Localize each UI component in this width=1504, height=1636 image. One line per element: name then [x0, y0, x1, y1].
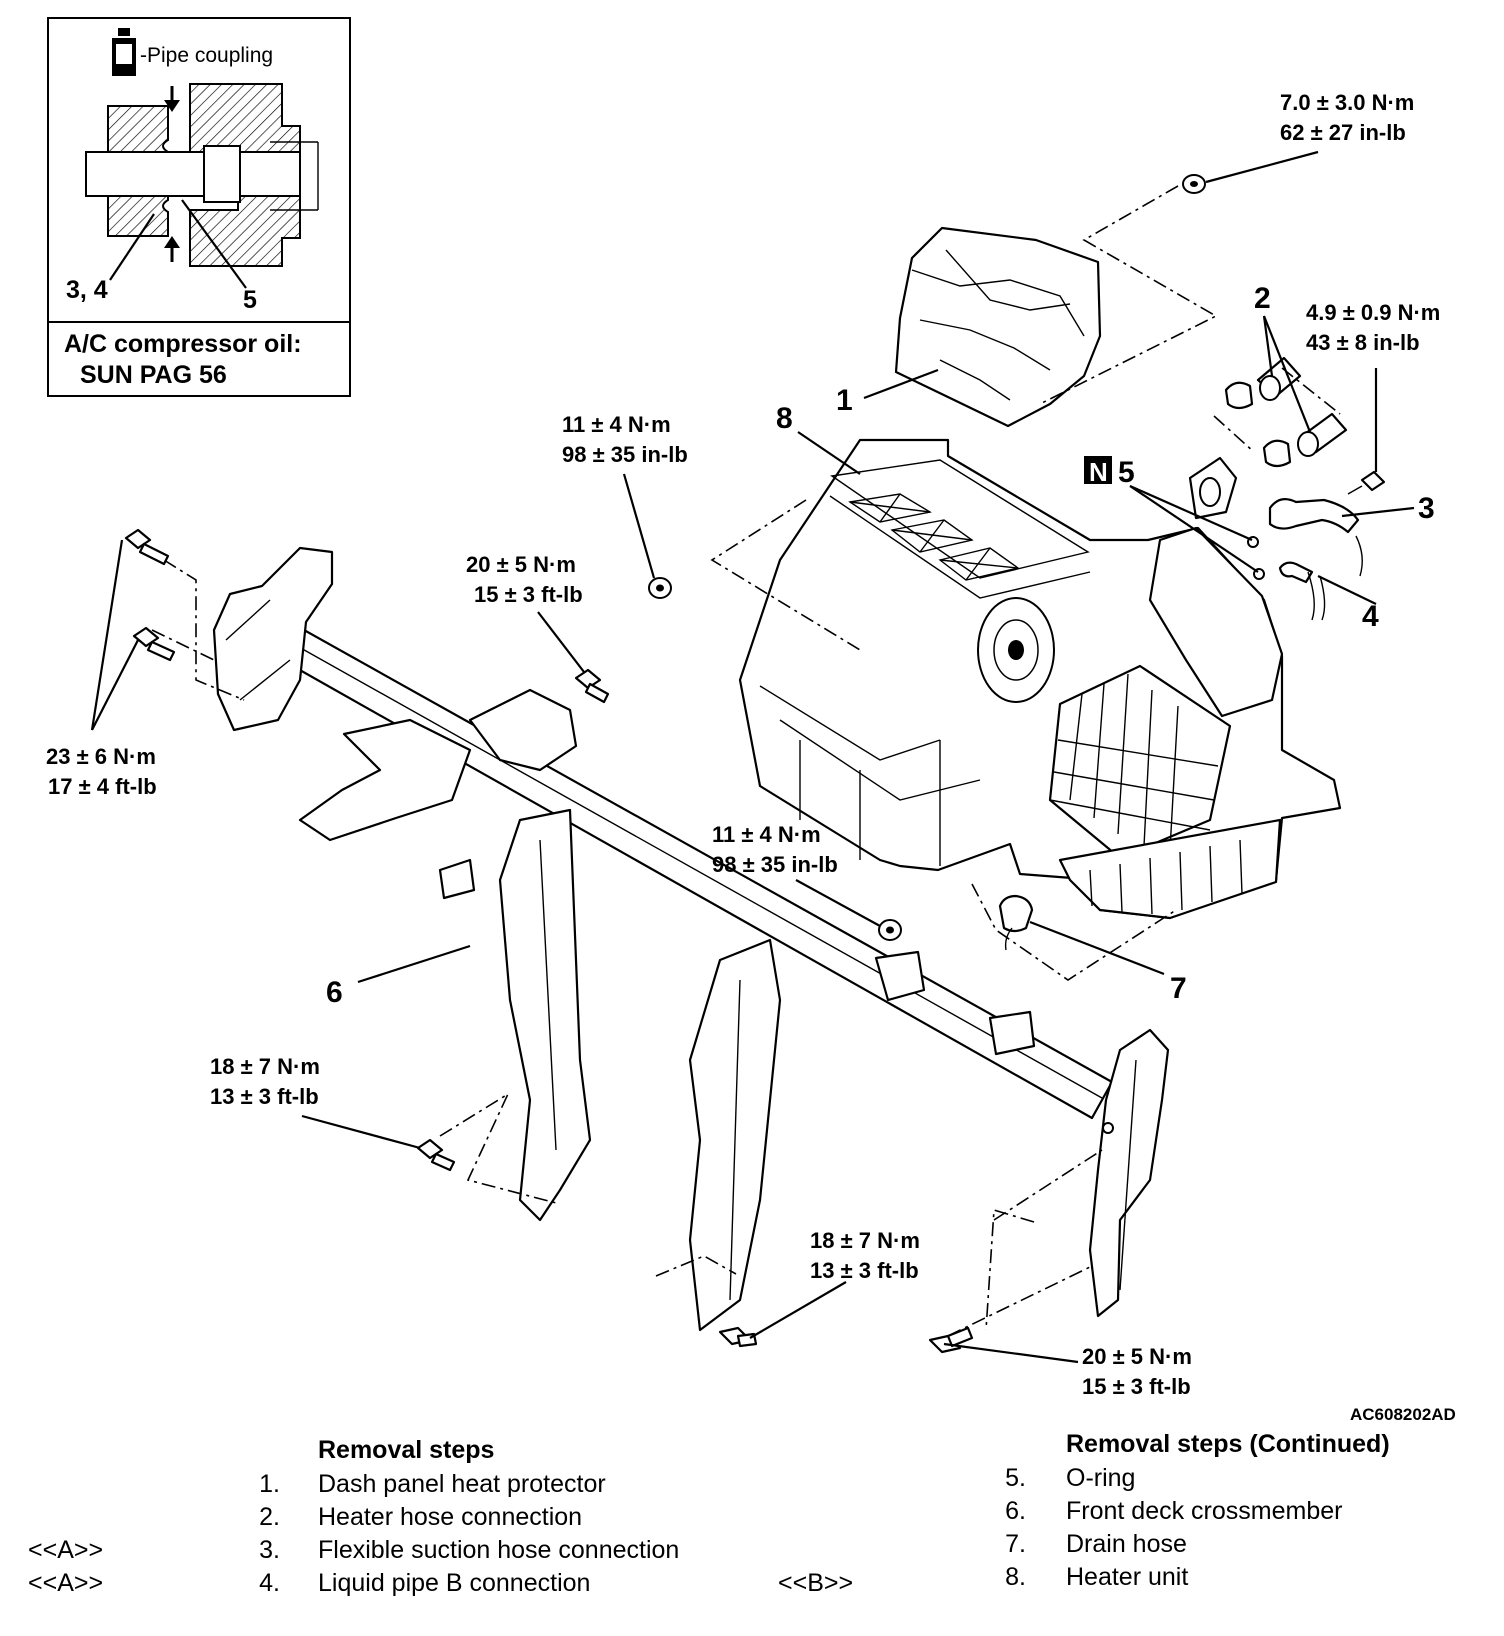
torque-left-ftlb: 17 ± 4 ft-lb [48, 774, 157, 799]
torque-top-right-inlb: 62 ± 27 in-lb [1280, 120, 1406, 145]
removal-steps-left: Removal steps 1. Dash panel heat protect… [0, 1436, 760, 1616]
removal-steps-header: Removal steps [318, 1436, 495, 1464]
removal-step-row: 7. Drain hose [760, 1530, 1504, 1562]
step-number: 2. [259, 1503, 280, 1531]
callout-6: 6 [326, 976, 343, 1009]
nut-heater-top [648, 577, 672, 599]
bolt-lower-right [928, 1326, 974, 1354]
nut-heater-bottom [878, 919, 902, 941]
torque-center-ftlb: 15 ± 3 ft-lb [474, 582, 583, 607]
step-mark: <<A>> [28, 1536, 104, 1564]
removal-step-row: 1. Dash panel heat protector [0, 1470, 760, 1502]
bolt-lower-left [416, 1138, 456, 1172]
pipe-coupling-label: -Pipe coupling [140, 44, 273, 67]
step-number: 8. [1005, 1563, 1026, 1591]
step-label: Flexible suction hose connection [318, 1536, 680, 1564]
torque-heater-top-inlb: 98 ± 35 in-lb [562, 442, 688, 467]
removal-step-row: 5. O-ring [760, 1464, 1504, 1496]
step-number: 7. [1005, 1530, 1026, 1558]
torque-heater-bottom-nm: 11 ± 4 N·m [712, 822, 821, 847]
torque-labels: 7.0 ± 3.0 N·m 62 ± 27 in-lb 4.9 ± 0.9 N·… [46, 90, 1440, 1399]
step-label: Drain hose [1066, 1530, 1187, 1558]
removal-steps-right: Removal steps (Continued) <<B>> 5. O-rin… [760, 1430, 1504, 1610]
torque-left-nm: 23 ± 6 N·m [46, 744, 156, 769]
step-label: Liquid pipe B connection [318, 1569, 591, 1597]
step-number: 4. [259, 1569, 280, 1597]
step-label: O-ring [1066, 1464, 1136, 1492]
heater-unit [710, 438, 1342, 981]
torque-hose-inlb: 43 ± 8 in-lb [1306, 330, 1420, 355]
removal-step-row: <<A>> 3. Flexible suction hose connectio… [0, 1536, 760, 1568]
new-part-badge: N [1084, 456, 1112, 487]
torque-top-right-nm: 7.0 ± 3.0 N·m [1280, 90, 1414, 115]
torque-heater-top-nm: 11 ± 4 N·m [562, 412, 671, 437]
callout-7: 7 [1170, 972, 1187, 1005]
torque-lower-left-ftlb: 13 ± 3 ft-lb [210, 1084, 319, 1109]
bolt-left-lower [132, 626, 176, 662]
torque-heater-bottom-inlb: 98 ± 35 in-lb [712, 852, 838, 877]
step-mark: <<A>> [28, 1569, 104, 1597]
bolt-left-upper [124, 528, 170, 566]
step-mark-b: <<B>> [778, 1569, 854, 1597]
dash-panel-heat-protector [894, 185, 1218, 428]
oil-title: A/C compressor oil: [64, 330, 302, 358]
callout-2: 2 [1254, 282, 1271, 315]
torque-lower-right-nm: 20 ± 5 N·m [1082, 1344, 1192, 1369]
step-number: 3. [259, 1536, 280, 1564]
inset-part-ref-3-4: 3, 4 [66, 276, 108, 304]
heater-hose-parts [1188, 356, 1386, 621]
step-number: 1. [259, 1470, 280, 1498]
bolt-center [574, 668, 610, 704]
removal-step-row: <<A>> 4. Liquid pipe B connection [0, 1569, 760, 1601]
step-number: 5. [1005, 1464, 1026, 1492]
torque-hose-nm: 4.9 ± 0.9 N·m [1306, 300, 1440, 325]
leader-lines [90, 150, 1415, 1364]
torque-lower-mid-nm: 18 ± 7 N·m [810, 1228, 920, 1253]
callout-4: 4 [1362, 600, 1379, 633]
callout-5: 5 [1118, 456, 1135, 489]
removal-steps-continued-header: Removal steps (Continued) [1066, 1430, 1390, 1458]
step-label: Dash panel heat protector [318, 1470, 606, 1498]
pipe-coupling-inset: -Pipe coupling 3, 4 5 A/C compressor oil… [47, 17, 351, 397]
fasteners [124, 174, 1206, 1354]
inset-part-ref-5: 5 [243, 286, 257, 314]
front-deck-crossmember [151, 546, 1170, 1337]
callout-8: 8 [776, 402, 793, 435]
drain-hose [998, 894, 1034, 951]
step-label: Front deck crossmember [1066, 1497, 1343, 1525]
step-number: 6. [1005, 1497, 1026, 1525]
oil-name: SUN PAG 56 [80, 361, 227, 389]
torque-lower-right-ftlb: 15 ± 3 ft-lb [1082, 1374, 1191, 1399]
nut-top-right [1182, 174, 1206, 194]
callout-3: 3 [1418, 492, 1435, 525]
removal-step-row: 2. Heater hose connection [0, 1503, 760, 1535]
callout-numbers: 1 2 3 4 N 5 6 7 8 [326, 282, 1435, 1009]
callout-1: 1 [836, 384, 853, 417]
step-label: Heater hose connection [318, 1503, 583, 1531]
torque-lower-left-nm: 18 ± 7 N·m [210, 1054, 320, 1079]
torque-center-nm: 20 ± 5 N·m [466, 552, 576, 577]
torque-lower-mid-ftlb: 13 ± 3 ft-lb [810, 1258, 919, 1283]
step-label: Heater unit [1066, 1563, 1189, 1591]
oil-bottle-icon [112, 28, 136, 76]
figure-code: AC608202AD [1350, 1405, 1456, 1424]
removal-step-row: 6. Front deck crossmember [760, 1497, 1504, 1529]
removal-step-row: 8. Heater unit [760, 1563, 1504, 1595]
svg-text:N: N [1089, 457, 1108, 487]
